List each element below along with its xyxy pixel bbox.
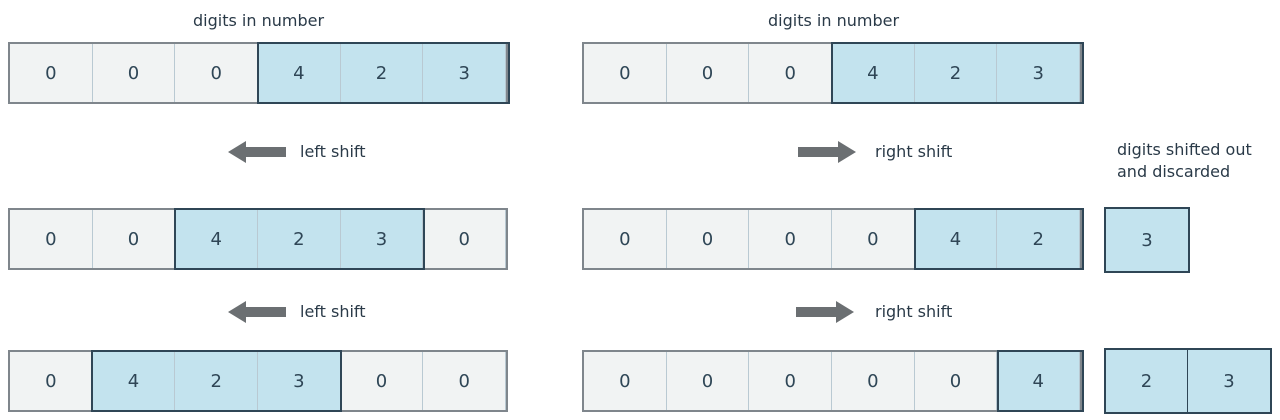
left-shift-label-1: left shift xyxy=(300,142,366,161)
digit-cell-highlighted: 3 xyxy=(423,44,507,102)
right-arrow-icon xyxy=(798,141,856,163)
digit-cell-highlighted: 4 xyxy=(997,352,1081,410)
digit-cell: 0 xyxy=(749,44,833,102)
discarded-digit-cell: 2 xyxy=(1106,350,1188,412)
digit-cell: 0 xyxy=(667,44,750,102)
digit-cell: 0 xyxy=(423,352,507,410)
digit-cell-highlighted: 4 xyxy=(914,210,998,268)
digit-cell: 0 xyxy=(341,352,424,410)
digit-cell-highlighted: 2 xyxy=(175,352,259,410)
left-arrow-icon xyxy=(228,141,286,163)
left-register-row-2: 0 0 4 2 3 0 xyxy=(8,208,508,270)
digit-cell: 0 xyxy=(93,210,176,268)
digit-cell-highlighted: 2 xyxy=(340,44,424,102)
digit-cell-highlighted: 4 xyxy=(258,44,341,102)
discarded-digits-row-3: 2 3 xyxy=(1104,348,1272,414)
digit-cell: 0 xyxy=(749,210,833,268)
digit-cell: 0 xyxy=(10,352,93,410)
digit-cell: 0 xyxy=(832,352,915,410)
right-shift-label-2: right shift xyxy=(875,302,953,321)
right-register-row-3: 0 0 0 0 0 4 xyxy=(582,350,1084,412)
digit-cell: 0 xyxy=(175,44,259,102)
right-shift-label-1: right shift xyxy=(875,142,953,161)
digit-cell: 0 xyxy=(832,210,915,268)
digit-cell: 0 xyxy=(667,210,750,268)
digit-cell-highlighted: 3 xyxy=(258,352,341,410)
discarded-digit-cell: 3 xyxy=(1141,229,1153,251)
discarded-digits-row-2: 3 xyxy=(1104,207,1190,273)
digit-cell-highlighted: 3 xyxy=(340,210,424,268)
discarded-digit-cell: 3 xyxy=(1223,370,1235,392)
right-digits-title: digits in number xyxy=(768,11,900,30)
digit-cell: 0 xyxy=(584,210,667,268)
digit-cell: 0 xyxy=(423,210,507,268)
digit-cell: 0 xyxy=(93,44,176,102)
discarded-caption-line-1: digits shifted out xyxy=(1117,140,1252,159)
digit-cell: 0 xyxy=(10,210,93,268)
digit-cell-highlighted: 4 xyxy=(92,352,176,410)
right-arrow-icon xyxy=(796,301,854,323)
right-register-row-2: 0 0 0 0 4 2 xyxy=(582,208,1084,270)
digit-cell-highlighted: 4 xyxy=(832,44,915,102)
digit-cell-highlighted: 4 xyxy=(175,210,259,268)
digit-cell: 0 xyxy=(749,352,833,410)
left-digits-title: digits in number xyxy=(193,11,325,30)
discarded-caption: digits shifted out and discarded xyxy=(1117,139,1252,183)
digit-cell-highlighted: 2 xyxy=(914,44,998,102)
digit-cell: 0 xyxy=(667,352,750,410)
digit-cell: 0 xyxy=(584,44,667,102)
left-arrow-icon xyxy=(228,301,286,323)
digit-cell: 0 xyxy=(10,44,93,102)
right-register-row-1: 0 0 0 4 2 3 xyxy=(582,42,1084,104)
digit-cell-highlighted: 3 xyxy=(997,44,1081,102)
discarded-caption-line-2: and discarded xyxy=(1117,162,1231,181)
left-register-row-1: 0 0 0 4 2 3 xyxy=(8,42,510,104)
left-register-row-3: 0 4 2 3 0 0 xyxy=(8,350,508,412)
digit-cell: 0 xyxy=(915,352,998,410)
digit-cell: 0 xyxy=(584,352,667,410)
digit-cell-highlighted: 2 xyxy=(258,210,341,268)
left-shift-label-2: left shift xyxy=(300,302,366,321)
digit-cell-highlighted: 2 xyxy=(997,210,1081,268)
